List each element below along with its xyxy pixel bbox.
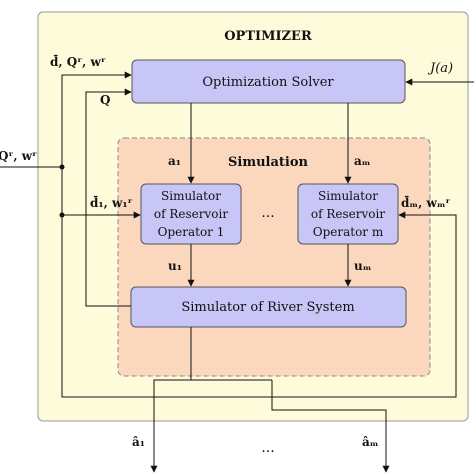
label-a1: a₁ (168, 154, 181, 168)
optimizer-title: OPTIMIZER (224, 29, 312, 44)
river-simulator-block (130, 286, 407, 328)
river-simulator-label: Simulator of River System (181, 300, 354, 315)
reservoir-simulator-1-line3: Operator 1 (158, 225, 225, 239)
reservoir-simulator-m-line3: Operator m (313, 225, 384, 239)
label-u1: u₁ (168, 259, 182, 273)
reservoir-simulator-1-line1: Simulator (161, 189, 221, 203)
label-out-a1: â₁ (132, 435, 145, 449)
arrow-out-a1 (150, 327, 192, 473)
label-d1: d̄₁, w₁ʳ (90, 194, 133, 210)
optimization-solver-block (131, 59, 406, 104)
optimization-solver-label: Optimization Solver (202, 75, 334, 90)
label-objective: J(a) (427, 61, 453, 76)
label-feedback-q: Q (100, 93, 110, 107)
simulators-ellipsis: ... (261, 205, 274, 221)
reservoir-simulator-m-line1: Simulator (318, 189, 378, 203)
label-um: uₘ (354, 259, 372, 273)
simulation-box (117, 137, 431, 377)
arrow-dm (61, 211, 457, 398)
reservoir-simulator-m-line2: of Reservoir (311, 207, 385, 221)
simulation-title: Simulation (228, 155, 309, 170)
output-ellipsis: ... (261, 440, 274, 456)
arrow-feedback-q (85, 88, 132, 307)
label-out-am: âₘ (362, 435, 379, 449)
label-input-top: d̄, Qʳ, wʳ (50, 53, 106, 69)
label-external-input: Qʳ, wʳ (0, 149, 37, 163)
arrow-input-top (61, 71, 132, 167)
label-dm: d̄ₘ, wₘʳ (401, 194, 451, 210)
label-am: aₘ (354, 154, 371, 168)
arrow-out-am (271, 380, 390, 473)
reservoir-simulator-1-line2: of Reservoir (154, 207, 228, 221)
